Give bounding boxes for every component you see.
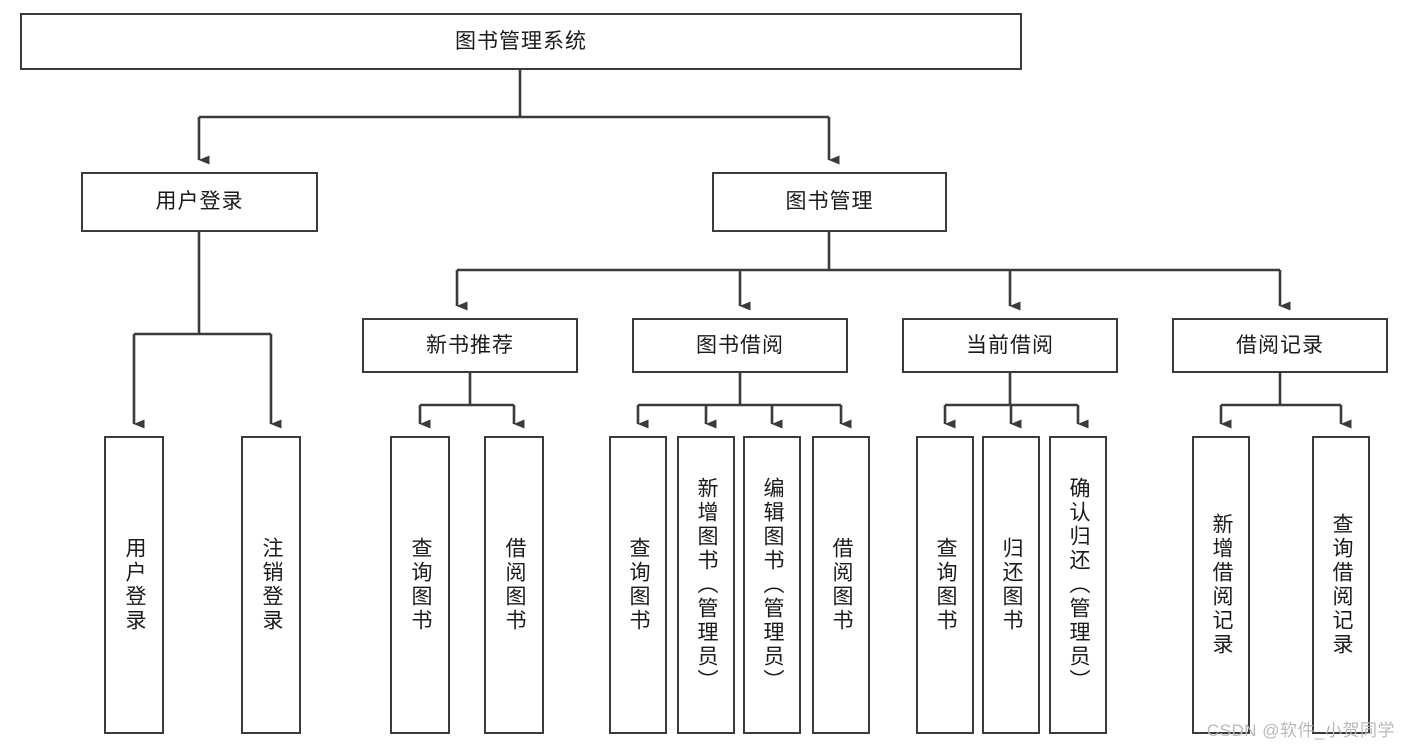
leaf-query-book-3[interactable]: 查询图书	[916, 436, 974, 734]
node-book-borrow-label: 图书借阅	[696, 333, 784, 357]
node-borrow-record-label: 借阅记录	[1236, 333, 1324, 357]
leaf-borrow-book-1[interactable]: 借阅图书	[484, 436, 544, 734]
leaf-confirm-return[interactable]: 确认归还（管理员）	[1049, 436, 1107, 734]
node-root[interactable]: 图书管理系统	[20, 13, 1022, 70]
leaf-add-book-label: 新增图书（管理员）	[695, 477, 719, 693]
node-new-book-rec-label: 新书推荐	[426, 333, 514, 357]
node-book-manage[interactable]: 图书管理	[712, 172, 947, 232]
leaf-borrow-book-2-label: 借阅图书	[830, 537, 854, 633]
leaf-query-book-1[interactable]: 查询图书	[390, 436, 450, 734]
leaf-logout-login[interactable]: 注销登录	[241, 436, 301, 734]
node-current-borrow-label: 当前借阅	[966, 333, 1054, 357]
leaf-query-book-3-label: 查询图书	[934, 537, 958, 633]
leaf-user-login[interactable]: 用户登录	[104, 436, 164, 734]
leaf-user-login-label: 用户登录	[123, 537, 147, 633]
node-user-login-label: 用户登录	[155, 190, 244, 214]
node-user-login[interactable]: 用户登录	[81, 172, 318, 232]
leaf-query-record[interactable]: 查询借阅记录	[1312, 436, 1370, 734]
node-borrow-record[interactable]: 借阅记录	[1172, 318, 1388, 373]
leaf-edit-book[interactable]: 编辑图书（管理员）	[743, 436, 801, 734]
node-root-label: 图书管理系统	[455, 29, 587, 53]
leaf-query-book-2[interactable]: 查询图书	[609, 436, 667, 734]
leaf-add-book[interactable]: 新增图书（管理员）	[677, 436, 735, 734]
watermark-text: CSDN @软件_小贺同学	[1206, 721, 1395, 740]
node-current-borrow[interactable]: 当前借阅	[902, 318, 1118, 373]
leaf-return-book-label: 归还图书	[1000, 537, 1024, 633]
leaf-confirm-return-label: 确认归还（管理员）	[1067, 477, 1091, 693]
node-new-book-rec[interactable]: 新书推荐	[362, 318, 578, 373]
leaf-query-book-1-label: 查询图书	[409, 537, 433, 633]
leaf-return-book[interactable]: 归还图书	[982, 436, 1040, 734]
leaf-query-book-2-label: 查询图书	[627, 537, 651, 633]
leaf-borrow-book-1-label: 借阅图书	[503, 537, 527, 633]
leaf-add-record[interactable]: 新增借阅记录	[1192, 436, 1250, 734]
leaf-query-record-label: 查询借阅记录	[1330, 513, 1354, 657]
leaf-borrow-book-2[interactable]: 借阅图书	[812, 436, 870, 734]
node-book-manage-label: 图书管理	[785, 190, 874, 214]
leaf-logout-login-label: 注销登录	[260, 537, 284, 633]
node-book-borrow[interactable]: 图书借阅	[632, 318, 848, 373]
leaf-edit-book-label: 编辑图书（管理员）	[761, 477, 785, 693]
leaf-add-record-label: 新增借阅记录	[1210, 513, 1234, 657]
